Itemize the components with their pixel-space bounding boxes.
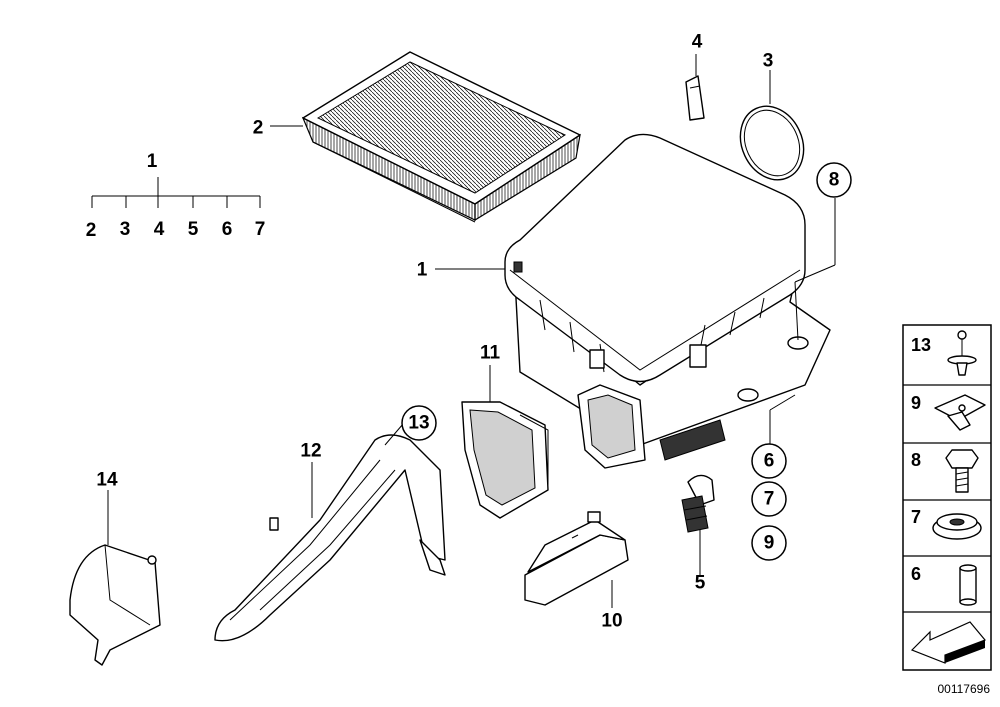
- tree-child-label: 7: [255, 219, 266, 240]
- callout-1: 1: [417, 260, 428, 281]
- rubber-grommet: [932, 513, 982, 540]
- push-rivet: [947, 330, 977, 376]
- intake-bellow: [461, 401, 549, 519]
- plain-callouts: 2 1 4 3 11 12 14 5 10: [96, 32, 773, 632]
- air-cleaner-housing: [504, 133, 831, 469]
- panel-label-6: 6: [911, 564, 921, 584]
- mounting-bracket: [524, 511, 629, 606]
- callout-8: 8: [829, 170, 840, 191]
- circled-callouts: 8 13 6 7 9: [401, 162, 852, 561]
- air-filter-element: [301, 51, 581, 223]
- callout-10: 10: [601, 611, 622, 632]
- image-id: 00117696: [938, 682, 991, 696]
- tree-child-label: 6: [222, 219, 233, 240]
- leader-lines: [107, 54, 836, 608]
- tree-child-label: 5: [188, 219, 199, 240]
- callout-7: 7: [764, 489, 775, 510]
- callout-13: 13: [408, 413, 429, 434]
- callout-14: 14: [96, 470, 118, 491]
- callout-4: 4: [692, 32, 703, 53]
- callout-11: 11: [480, 343, 501, 364]
- heat-shield: [69, 544, 161, 666]
- spacer-bushing: [959, 564, 977, 606]
- tree-child-label: 4: [154, 219, 165, 240]
- tree-root-label: 1: [147, 151, 158, 172]
- callout-9: 9: [764, 533, 775, 554]
- tree-child-label: 3: [120, 219, 131, 240]
- callout-12: 12: [300, 441, 321, 462]
- arrow-symbol: [910, 621, 987, 664]
- seal-ring: [739, 105, 805, 181]
- panel-label-8: 8: [911, 450, 921, 470]
- panel-label-13: 13: [911, 335, 931, 355]
- callout-6: 6: [764, 451, 775, 472]
- panel-label-7: 7: [911, 507, 921, 527]
- callout-3: 3: [763, 51, 774, 72]
- small-parts-panel: 13 9 8 7 6: [902, 324, 992, 671]
- sensor-connector: [681, 474, 715, 533]
- retaining-clip: [685, 75, 705, 121]
- panel-label-9: 9: [911, 393, 921, 413]
- spring-nut: [934, 394, 986, 431]
- intake-duct: [214, 434, 446, 642]
- tree-child-label: 2: [86, 220, 97, 241]
- callout-5: 5: [695, 573, 706, 594]
- callout-2: 2: [253, 118, 264, 139]
- assembly-tree: 1 2 3 4 5 6 7: [86, 151, 266, 241]
- hex-bolt: [945, 449, 979, 493]
